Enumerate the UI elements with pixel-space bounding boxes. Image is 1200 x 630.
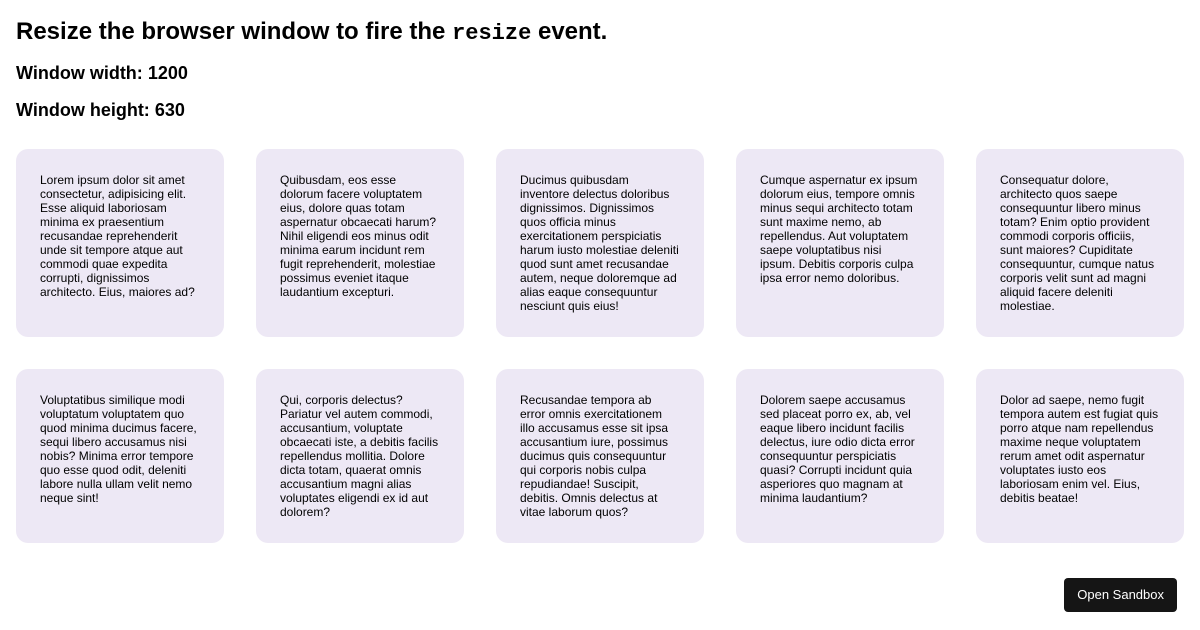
card: Voluptatibus similique modi voluptatum v… [16,369,224,543]
window-height-value: 630 [154,100,185,120]
title-text-end: event. [531,18,608,45]
card-text: Consequatur dolore, architecto quos saep… [1000,173,1155,313]
card-text: Dolorem saepe accusamus sed placeat porr… [760,393,915,505]
card: Dolor ad saepe, nemo fugit tempora autem… [976,369,1184,543]
card-text: Recusandae tempora ab error omnis exerci… [520,393,669,519]
open-sandbox-button[interactable]: Open Sandbox [1064,578,1177,612]
window-width-label: Window width: [16,63,148,83]
card-text: Ducimus quibusdam inventore delectus dol… [520,173,679,313]
card-row-2: Voluptatibus similique modi voluptatum v… [16,369,1184,543]
card: Lorem ipsum dolor sit amet consectetur, … [16,149,224,337]
window-width-readout: Window width: 1200 [16,62,1184,84]
card-text: Cumque aspernatur ex ipsum dolorum eius,… [760,173,918,285]
card-text: Dolor ad saepe, nemo fugit tempora autem… [1000,393,1159,505]
title-text-start: Resize the browser window to fire the [16,18,453,45]
card: Quibusdam, eos esse dolorum facere volup… [256,149,464,337]
card-row-1: Lorem ipsum dolor sit amet consectetur, … [16,149,1184,337]
card: Recusandae tempora ab error omnis exerci… [496,369,704,543]
card: Dolorem saepe accusamus sed placeat porr… [736,369,944,543]
card-text: Qui, corporis delectus? Pariatur vel aut… [280,393,439,519]
window-width-value: 1200 [147,63,188,83]
card: Ducimus quibusdam inventore delectus dol… [496,149,704,337]
page-title: Resize the browser window to fire the re… [16,16,1184,49]
card: Cumque aspernatur ex ipsum dolorum eius,… [736,149,944,337]
window-height-readout: Window height: 630 [16,99,1184,121]
card-text: Voluptatibus similique modi voluptatum v… [40,393,197,505]
title-code: resize [452,21,532,46]
card-grid: Lorem ipsum dolor sit amet consectetur, … [16,149,1184,543]
window-height-label: Window height: [16,100,155,120]
card-text: Lorem ipsum dolor sit amet consectetur, … [40,173,195,299]
card: Consequatur dolore, architecto quos saep… [976,149,1184,337]
card: Qui, corporis delectus? Pariatur vel aut… [256,369,464,543]
card-text: Quibusdam, eos esse dolorum facere volup… [280,173,437,299]
